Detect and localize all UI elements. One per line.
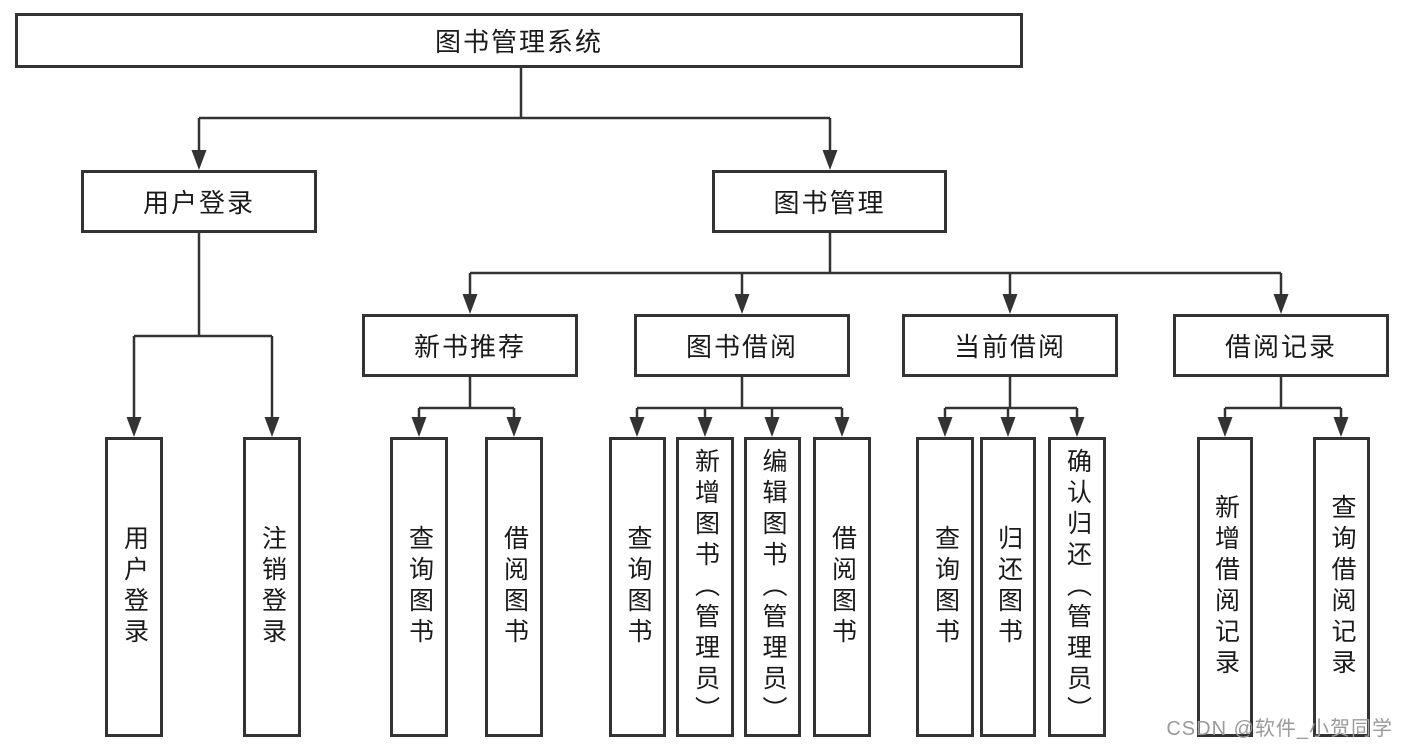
arrow-icon: [1069, 417, 1085, 437]
leaf-borrow-query-books: 查询图书: [609, 437, 666, 737]
leaf-label: 借阅图书: [828, 525, 857, 649]
leaf-label: 新增图书（管理员）: [691, 447, 720, 727]
arrow-icon: [264, 417, 280, 437]
arrow-icon: [1217, 417, 1233, 437]
leaf-label: 查询图书: [624, 525, 652, 649]
arrowheads: [126, 150, 1349, 437]
arrow-icon: [834, 417, 850, 437]
csdn-watermark: CSDN @软件_小贺同学: [1166, 718, 1393, 740]
node-label: 图书管理系统: [434, 27, 603, 57]
leaf-recommend-query-books: 查询图书: [390, 437, 448, 737]
node-label: 图书管理: [773, 188, 886, 218]
leaf-label: 注销登录: [258, 525, 287, 649]
node-label: 图书借阅: [685, 332, 798, 362]
edge-root-to-level2: [197, 68, 832, 156]
edge-recommend-to-leaves: [417, 377, 516, 423]
node-current-borrow: 当前借阅: [902, 314, 1118, 377]
edge-userlogin-to-leaves: [132, 233, 274, 423]
node-user-login: 用户登录: [81, 170, 317, 233]
leaf-records-query-borrow-record: 查询借阅记录: [1313, 437, 1370, 737]
node-book-management-system: 图书管理系统: [15, 13, 1023, 68]
leaf-records-add-borrow-record: 新增借阅记录: [1197, 437, 1253, 737]
arrow-icon: [1333, 417, 1349, 437]
leaf-label: 确认归还（管理员）: [1063, 447, 1092, 727]
leaf-borrow-borrow-books: 借阅图书: [813, 437, 871, 737]
leaf-label: 归还图书: [994, 525, 1023, 649]
node-label: 借阅记录: [1224, 332, 1337, 362]
connector-lines: [132, 68, 1343, 423]
edge-current-to-leaves: [943, 377, 1079, 423]
leaf-user-login: 用户登录: [105, 437, 163, 737]
leaf-borrow-add-books-admin: 新增图书（管理员）: [676, 437, 734, 737]
node-book-management: 图书管理: [712, 170, 947, 233]
leaf-current-query-books: 查询图书: [916, 437, 974, 737]
arrow-icon: [462, 294, 478, 314]
leaf-borrow-edit-books-admin: 编辑图书（管理员）: [744, 437, 801, 737]
arrow-icon: [126, 417, 142, 437]
leaf-current-return-books: 归还图书: [980, 437, 1036, 737]
arrow-icon: [937, 417, 953, 437]
arrow-icon: [734, 294, 750, 314]
node-label: 新书推荐: [413, 332, 526, 362]
arrow-icon: [822, 150, 838, 170]
arrow-icon: [1002, 294, 1018, 314]
node-borrow-records: 借阅记录: [1173, 314, 1389, 377]
leaf-label: 编辑图书（管理员）: [759, 447, 787, 727]
node-label: 当前借阅: [953, 332, 1066, 362]
arrow-icon: [1000, 417, 1016, 437]
arrow-icon: [506, 417, 522, 437]
arrow-icon: [697, 417, 713, 437]
leaf-label: 查询借阅记录: [1328, 494, 1356, 680]
leaf-recommend-borrow-books: 借阅图书: [485, 437, 543, 737]
leaf-logout: 注销登录: [243, 437, 301, 737]
leaf-label: 查询图书: [405, 525, 434, 649]
arrow-icon: [1273, 294, 1289, 314]
arrow-icon: [764, 417, 780, 437]
leaf-label: 借阅图书: [500, 525, 529, 649]
leaf-label: 新增借阅记录: [1211, 494, 1240, 680]
edge-borrow-to-leaves: [635, 377, 844, 423]
arrow-icon: [411, 417, 427, 437]
node-label: 用户登录: [142, 188, 255, 218]
arrow-icon: [191, 150, 207, 170]
leaf-current-confirm-return-admin: 确认归还（管理员）: [1048, 437, 1106, 737]
leaf-label: 用户登录: [120, 525, 149, 649]
edge-bookmgmt-to-level3: [468, 233, 1283, 300]
arrow-icon: [629, 417, 645, 437]
edge-records-to-leaves: [1223, 377, 1343, 423]
leaf-label: 查询图书: [931, 525, 960, 649]
node-book-borrow: 图书借阅: [634, 314, 850, 377]
node-new-book-recommend: 新书推荐: [362, 314, 578, 377]
